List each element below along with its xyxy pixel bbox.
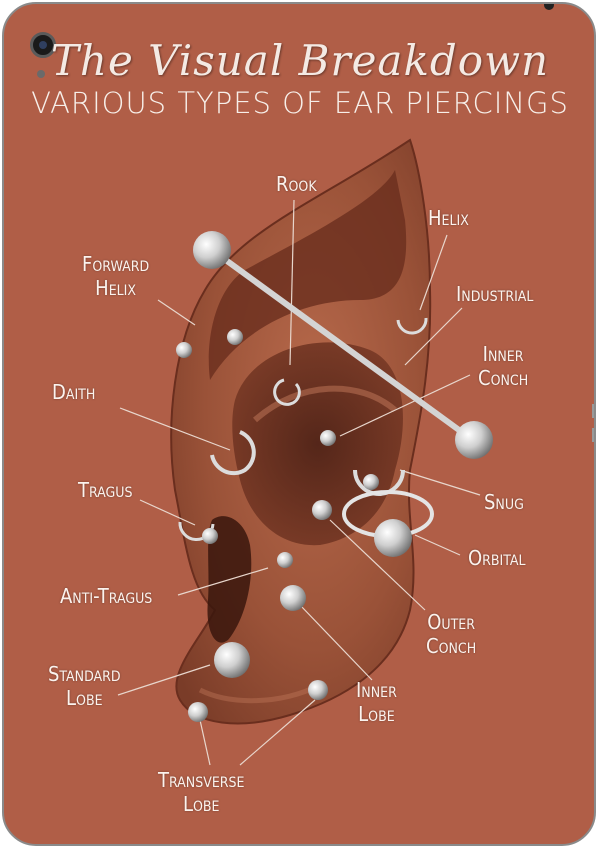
label-snug: Snug (484, 490, 524, 514)
label-tragus: Tragus (78, 478, 133, 502)
label-helix: Helix (428, 206, 469, 230)
ear-helix-hollow (208, 170, 407, 380)
leader-lines (117, 199, 481, 766)
label-inner-lobe: Inner Lobe (356, 678, 397, 726)
label-industrial: Industrial (456, 282, 534, 306)
label-standard-lobe: Standard Lobe (48, 662, 121, 710)
ear-lobe-highlight (198, 682, 322, 704)
microphone-icon (37, 70, 45, 78)
label-forward-helix: Forward Helix (82, 252, 150, 300)
label-rook: Rook (276, 172, 317, 196)
side-button (592, 404, 594, 418)
label-inner-conch: Inner Conch (478, 342, 529, 390)
label-daith: Daith (52, 380, 96, 404)
jewelry (176, 231, 493, 722)
label-anti-tragus: Anti-Tragus (60, 584, 153, 608)
camera-icon (30, 32, 56, 58)
diagram-subtitle: VARIOUS TYPES OF EAR PIERCINGS (31, 86, 569, 120)
label-outer-conch: Outer Conch (426, 610, 477, 658)
label-orbital: Orbital (468, 546, 526, 570)
diagram-title: The Visual Breakdown (50, 36, 550, 85)
side-button (592, 428, 594, 442)
label-transverse-lobe: Transverse Lobe (158, 768, 245, 816)
ear-antihelix (253, 385, 397, 423)
top-sensor-icon (544, 4, 554, 10)
